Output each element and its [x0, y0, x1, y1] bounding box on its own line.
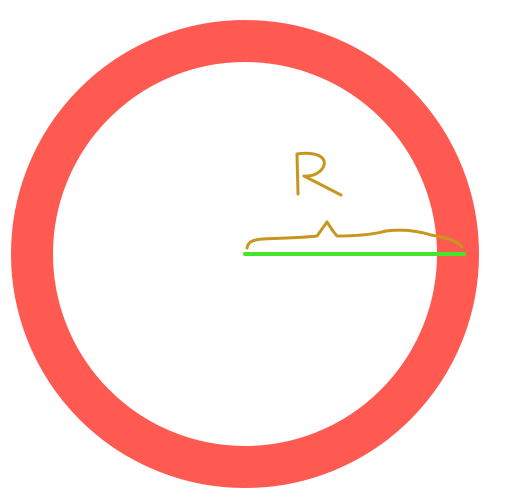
radius-handwritten-r-drawing — [295, 151, 343, 197]
radius-brace — [245, 220, 464, 250]
